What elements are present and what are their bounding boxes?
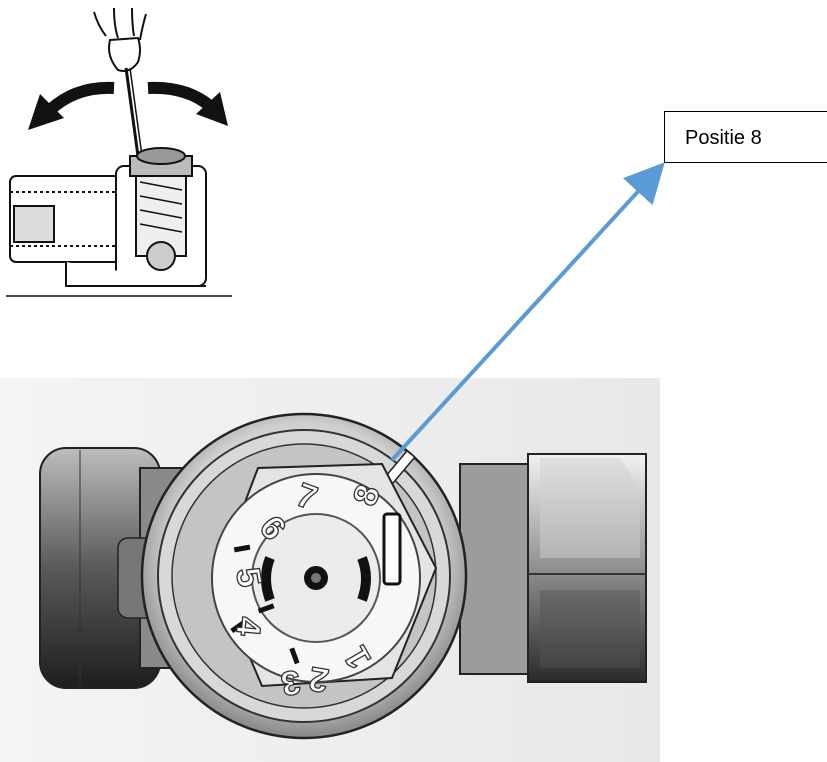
hand-icon — [93, 7, 147, 72]
callout-label: Positie 8 — [685, 127, 762, 149]
dial-tick — [230, 619, 247, 634]
valve-adjustment-sketch — [6, 7, 232, 297]
callout-box: Positie 8 — [664, 111, 827, 163]
rotate-right-arrow-icon — [147, 81, 228, 126]
valve-body-drawing — [9, 147, 207, 287]
dial-slot-left — [261, 556, 275, 602]
dial-number-4: 4 — [228, 615, 268, 637]
dial-indicator-slot — [382, 512, 402, 586]
rotate-left-arrow-icon — [28, 81, 115, 130]
valve-top-view: 1 2 3 4 5 6 7 8 — [0, 378, 660, 762]
dial-tick — [257, 603, 275, 614]
dial-slot-right — [357, 556, 371, 602]
dial-tick — [233, 544, 251, 553]
right-hex-nut — [459, 453, 647, 683]
screwdriver-icon — [124, 67, 143, 157]
dial-tick — [289, 647, 300, 665]
